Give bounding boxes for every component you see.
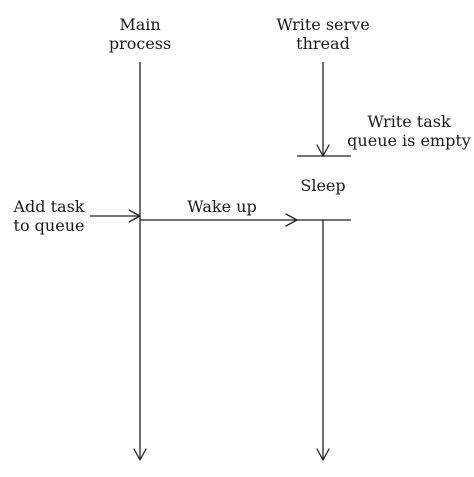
add-task-label: Add task to queue bbox=[13, 197, 85, 235]
wake-up-arrowhead bbox=[285, 213, 298, 227]
wake-up-label: Wake up bbox=[187, 197, 257, 216]
write-thread-label: Write serve thread bbox=[276, 15, 370, 53]
main-process-lifeline-arrowhead bbox=[133, 448, 147, 461]
main-process-label: Main process bbox=[108, 15, 172, 53]
add-task-arrowhead bbox=[128, 209, 141, 223]
sleep-label: Sleep bbox=[300, 176, 346, 195]
write-thread-lower-arrowhead bbox=[316, 448, 330, 461]
queue-empty-label: Write task queue is empty bbox=[347, 112, 471, 150]
